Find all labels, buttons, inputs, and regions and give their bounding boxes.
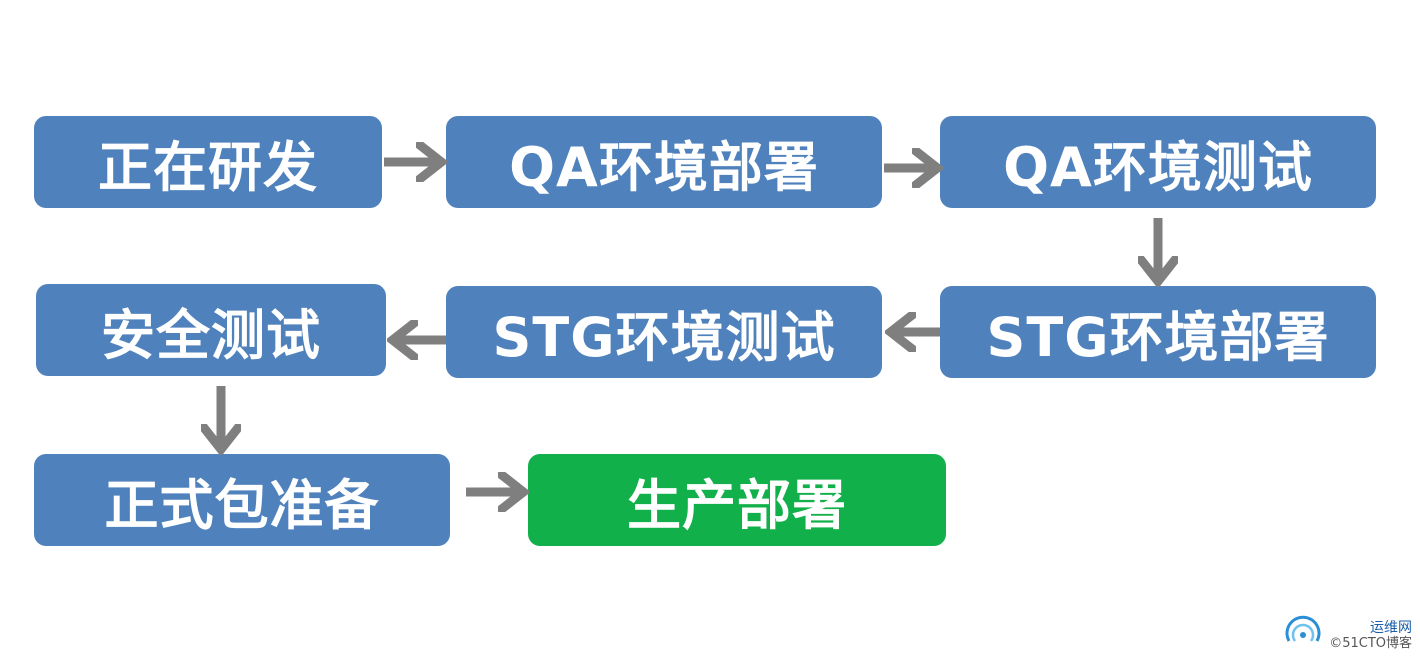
step-stg-deploy: STG环境部署 xyxy=(940,286,1376,378)
watermark-site-url: ©51CTO博客 xyxy=(1329,635,1412,651)
step-security-test: 安全测试 xyxy=(36,284,386,376)
watermark-site-name: 运维网 xyxy=(1370,620,1412,637)
step-stg-test: STG环境测试 xyxy=(446,286,882,378)
watermark: 运维网 ©51CTO博客 xyxy=(1283,611,1412,651)
step-production-deploy: 生产部署 xyxy=(528,454,946,546)
step-qa-test: QA环境测试 xyxy=(940,116,1376,208)
step-qa-deploy: QA环境部署 xyxy=(446,116,882,208)
step-developing: 正在研发 xyxy=(34,116,382,208)
watermark-logo-icon xyxy=(1285,615,1321,642)
step-release-package: 正式包准备 xyxy=(34,454,450,546)
